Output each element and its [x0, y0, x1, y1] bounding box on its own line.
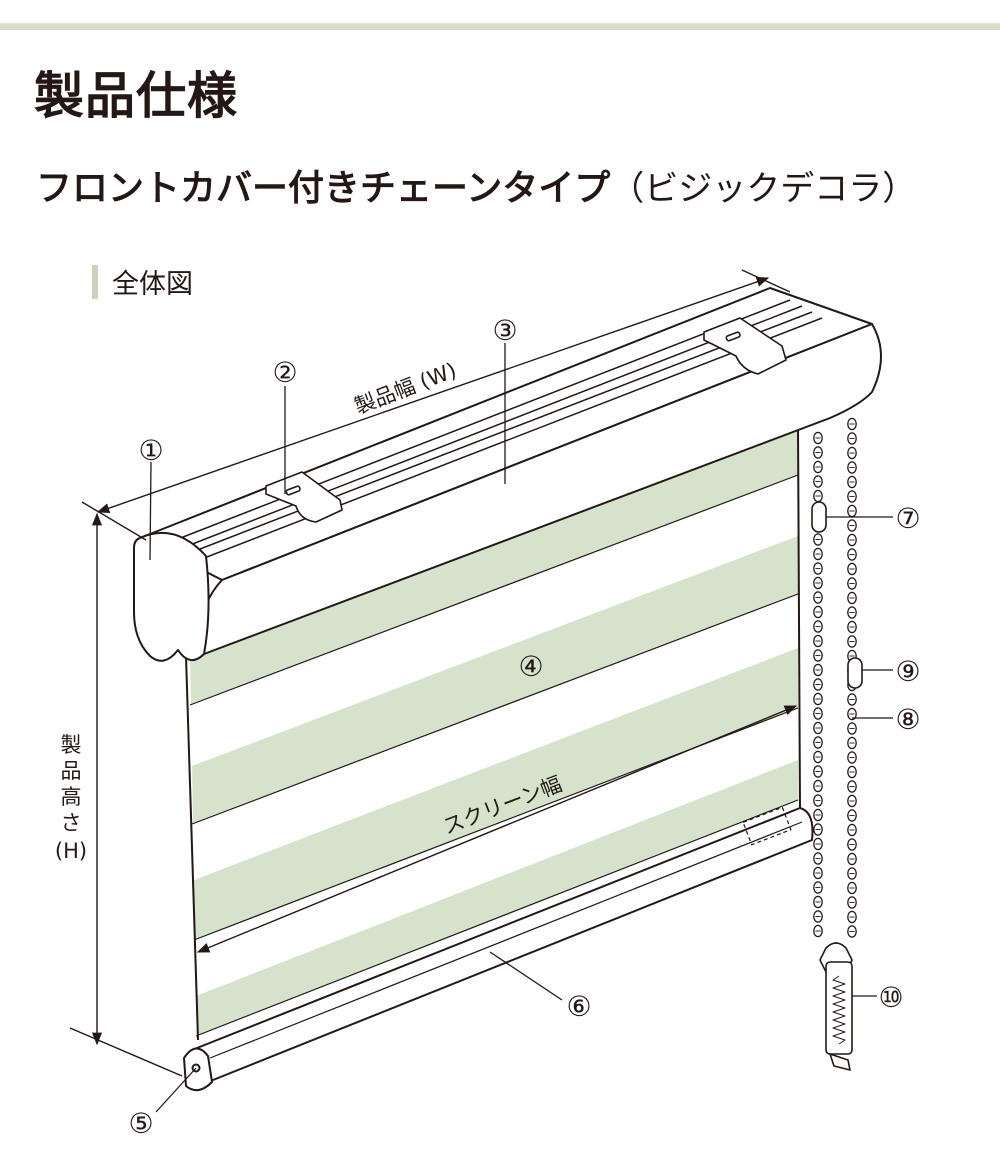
width-dimension-label: 製品幅 (W) [351, 358, 459, 419]
callout-6: ⑥ [566, 990, 591, 1023]
width-ext-left [81, 501, 147, 541]
callout-7: ⑦ [895, 502, 920, 535]
callout-1: ① [138, 434, 163, 467]
leader-5 [155, 1067, 197, 1113]
screen-stripe-edge [189, 474, 799, 706]
callout-3: ③ [492, 314, 517, 347]
fitting-body [825, 961, 853, 1055]
screen-width-arrow [196, 705, 798, 953]
header-band [0, 0, 1000, 30]
chain-weight-fitting [819, 942, 853, 1071]
fitting-spring [832, 975, 846, 1045]
screen-left-edge [185, 655, 199, 1041]
leader-6 [489, 951, 563, 1001]
left-end-cap [133, 531, 210, 662]
page-title: 製品仕様 [34, 67, 238, 125]
callout-10: ⑩ [878, 981, 903, 1014]
height-label-char-4: さ [61, 811, 82, 835]
leader-1 [149, 461, 152, 561]
operating-chain [813, 417, 857, 938]
callout-4: ④ [518, 650, 543, 683]
subtitle-main: フロントカバー付きチェーンタイプ [36, 168, 611, 209]
callout-labels: ① ② ③ ④ ⑤ ⑥ ⑦ ⑧ ⑨ ⑩ [128, 314, 920, 1140]
height-ext-bottom [69, 1027, 183, 1077]
chain-stopper [811, 501, 863, 689]
width-ext-right [741, 269, 791, 293]
callout-5: ⑤ [128, 1107, 153, 1140]
height-label-char-2: 品 [61, 759, 82, 783]
fitting-hook [829, 1053, 851, 1071]
stopper-upper [811, 501, 827, 533]
page-subtitle: フロントカバー付きチェーンタイプ（ビジックデコラ） [36, 166, 916, 213]
callout-8: ⑧ [895, 703, 920, 736]
section-accent-bar [92, 264, 98, 299]
height-label-char-5: (H) [55, 839, 87, 863]
leader-lines [149, 343, 893, 1113]
screen-right-edge [797, 424, 801, 813]
height-label-char-1: 製 [61, 733, 82, 757]
height-label-char-3: 高 [61, 785, 82, 809]
width-dimension-arrow [96, 276, 770, 514]
callout-9: ⑨ [895, 655, 920, 688]
subtitle-variant: （ビジックデコラ） [610, 169, 917, 209]
stopper-lower [847, 657, 863, 689]
callout-2: ② [272, 356, 297, 389]
dimension-lines [69, 269, 798, 1077]
height-dimension-label: 製 品 高 さ (H) [55, 733, 87, 863]
